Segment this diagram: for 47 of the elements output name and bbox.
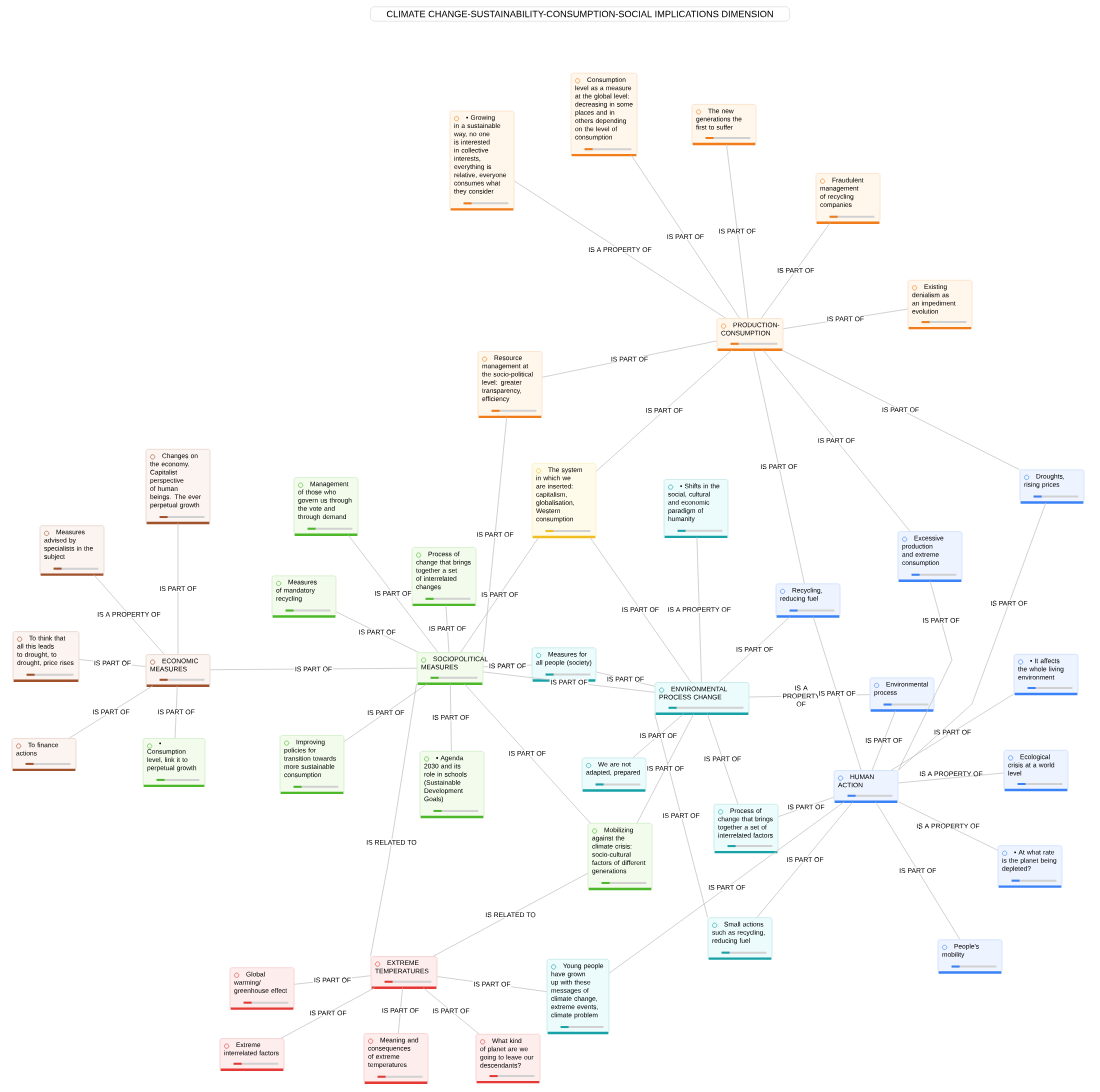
connector [756,801,854,918]
connector [891,693,1015,771]
connector [460,536,540,653]
connector [898,502,1047,771]
connector [783,308,908,330]
connector [445,604,450,653]
connector [280,987,376,1039]
connector [449,683,452,752]
connector [397,987,403,1034]
connector [632,713,684,758]
connector [707,713,739,805]
connector [344,683,428,742]
connector [753,349,805,584]
connector [726,143,749,319]
connector [875,801,961,940]
connector [463,683,591,824]
connector [781,349,1020,471]
connector [514,180,726,319]
connector [871,710,896,771]
connector [422,987,480,1035]
connector [636,713,695,824]
connector [596,349,733,472]
connector [589,536,692,683]
connector [69,685,154,739]
connector [210,667,417,671]
connector [370,683,417,957]
connector [542,340,717,378]
connector [812,616,862,771]
connector [654,713,708,918]
connector [483,416,508,653]
connector [483,671,655,693]
connector [433,873,588,957]
connector [898,580,953,771]
connector [762,349,911,532]
connector [596,671,655,687]
connector [93,574,165,655]
connector [174,685,178,739]
connector [347,534,439,653]
connector [609,801,845,974]
connector [336,611,419,653]
connector [294,975,371,985]
connector [630,154,740,319]
connector [696,536,702,683]
connector [718,616,791,683]
connector [898,801,998,851]
connector [898,772,1004,784]
connector [761,222,831,319]
